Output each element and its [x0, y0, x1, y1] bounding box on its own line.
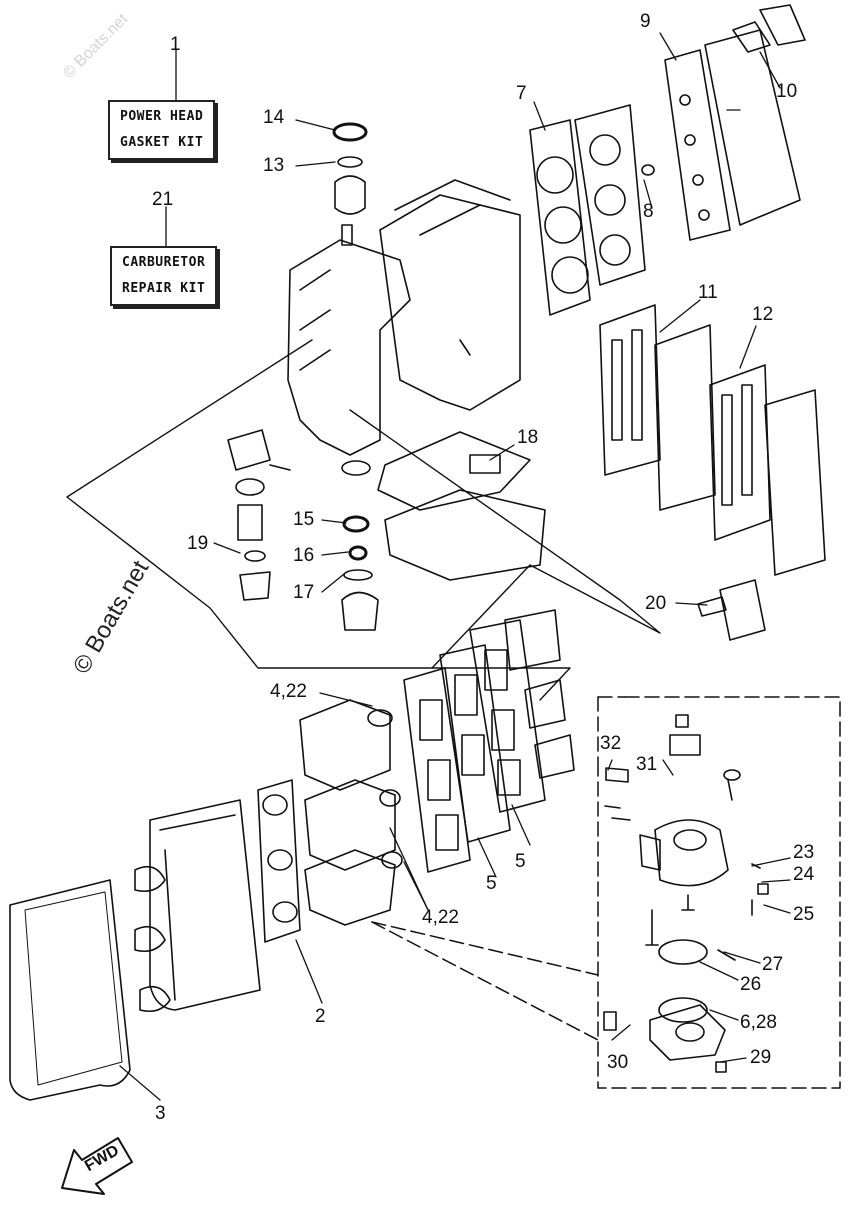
carburetor-box	[371, 696, 841, 1089]
callout-25: 25	[793, 904, 815, 925]
bracket	[227, 429, 271, 471]
carburetors	[299, 699, 403, 926]
cylinder-head	[574, 104, 646, 286]
gasket-18-window	[469, 454, 501, 474]
power-head-kit-line2: GASKET KIT	[120, 135, 204, 150]
seal-15	[342, 515, 370, 533]
exhaust-gasket-11	[599, 304, 661, 476]
callout-11: 11	[698, 282, 718, 303]
callout-18: 18	[517, 427, 539, 448]
cover-20	[719, 579, 766, 641]
callout-4-22-top: 4,22	[270, 681, 307, 702]
head-cover	[704, 29, 801, 226]
callout-12: 12	[752, 304, 774, 325]
silencer-cover-inner	[24, 891, 123, 1086]
power-head-gasket-kit-box: POWER HEAD GASKET KIT	[108, 100, 216, 160]
reed-valve-top	[504, 609, 561, 671]
callout-32: 32	[600, 733, 622, 754]
callout-19: 19	[187, 533, 209, 554]
callout-17: 17	[293, 582, 315, 603]
base-gasket-18	[377, 431, 531, 511]
callout-24: 24	[793, 864, 815, 885]
callout-23: 23	[793, 842, 815, 863]
callout-26: 26	[740, 974, 762, 995]
exhaust-gasket-12	[709, 364, 771, 541]
bolt-small	[269, 464, 291, 471]
callout-13: 13	[263, 155, 285, 176]
carburetor-repair-kit-box: CARBURETOR REPAIR KIT	[110, 246, 218, 306]
head-gasket-9	[664, 49, 731, 241]
manifold-gasket-2	[257, 779, 301, 943]
power-head	[287, 179, 521, 456]
intake-gasket-5b	[439, 644, 511, 843]
group-outline	[66, 339, 661, 669]
callout-6-28: 6,28	[740, 1012, 777, 1033]
fitting-19	[239, 571, 271, 601]
callout-21: 21	[152, 189, 174, 210]
silencer-cover-3	[9, 879, 131, 1101]
oil-seal-14	[332, 122, 368, 142]
callout-10: 10	[776, 81, 798, 102]
callout-15: 15	[293, 509, 315, 530]
tube	[237, 504, 263, 541]
callout-3: 3	[155, 1103, 166, 1124]
callout-4-22-bottom: 4,22	[422, 907, 459, 928]
carburetor-kit-line2: REPAIR KIT	[122, 281, 206, 296]
callout-5b: 5	[515, 851, 526, 872]
gasket-10	[732, 21, 771, 53]
intake-gasket-top	[469, 619, 546, 813]
callout-7: 7	[516, 83, 527, 104]
callout-31: 31	[636, 754, 658, 775]
intake-gasket-5a	[403, 667, 471, 873]
gasket-20	[697, 596, 727, 617]
bearing-housing-lower	[341, 591, 379, 631]
bolt-8	[641, 164, 655, 176]
callout-29: 29	[750, 1047, 772, 1068]
seal-16	[348, 545, 368, 561]
exhaust-guide	[384, 489, 546, 581]
leader-lines	[119, 32, 791, 1101]
callout-8: 8	[643, 201, 654, 222]
head-gasket-7	[529, 119, 591, 316]
reed-valve-mid	[524, 679, 566, 729]
small-fitting	[235, 478, 265, 496]
carburetor-kit-line1: CARBURETOR	[122, 255, 206, 270]
callout-16: 16	[293, 545, 315, 566]
seal-upper	[341, 460, 371, 476]
callout-27: 27	[762, 954, 784, 975]
bearing-housing	[334, 175, 366, 215]
carburetor-detail	[603, 714, 769, 1073]
exhaust-plate	[654, 324, 716, 511]
callout-2: 2	[315, 1006, 326, 1027]
power-head-kit-line1: POWER HEAD	[120, 109, 204, 124]
callout-20: 20	[645, 593, 667, 614]
intake-silencer	[134, 799, 261, 1013]
callout-14: 14	[263, 107, 285, 128]
cover-plate	[759, 4, 806, 46]
callout-9: 9	[640, 11, 651, 32]
callout-5a: 5	[486, 873, 497, 894]
o-ring-17	[343, 569, 373, 581]
o-ring-19	[244, 550, 266, 562]
fwd-arrow	[61, 1137, 133, 1195]
o-ring-13	[337, 156, 363, 168]
callout-30: 30	[607, 1052, 629, 1073]
exhaust-cover	[764, 389, 826, 576]
group-outline-lower	[431, 667, 571, 701]
callout-1: 1	[170, 34, 181, 55]
reed-valve-low	[534, 734, 575, 779]
